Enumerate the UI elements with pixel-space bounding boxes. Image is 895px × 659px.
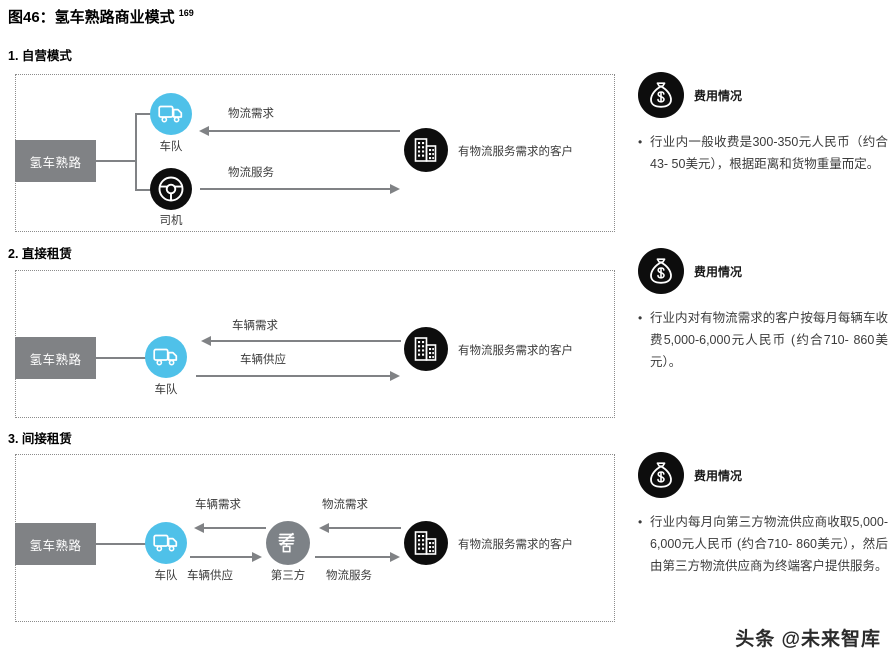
node-customer-3 bbox=[404, 521, 448, 565]
info-panel-1-header: 费用情况 bbox=[638, 72, 888, 118]
connector-line-1a bbox=[96, 160, 136, 162]
section-heading-1: 1. 自营模式 bbox=[8, 49, 72, 63]
truck-icon bbox=[153, 347, 179, 367]
arrow-line-2-supply bbox=[196, 375, 390, 377]
node-label-fleet-3: 车队 bbox=[154, 570, 178, 582]
arrow-line-3-vehicle-demand bbox=[204, 527, 266, 529]
arrow-label-2-supply: 车辆供应 bbox=[240, 354, 286, 366]
arrow-head-3-logistics-demand bbox=[319, 523, 329, 533]
arrow-label-2-demand: 车辆需求 bbox=[232, 320, 278, 332]
info-panel-1-body: • 行业内一般收费是300-350元人民币（约合43- 50美元），根据距离和货… bbox=[638, 132, 888, 176]
arrow-head-1-service bbox=[390, 184, 400, 194]
money-bag-icon bbox=[638, 248, 684, 294]
node-fleet-1 bbox=[150, 93, 192, 135]
diagram-frame-1 bbox=[15, 74, 615, 232]
section-heading-3: 3. 间接租赁 bbox=[8, 432, 72, 446]
info-panel-1-text: 行业内一般收费是300-350元人民币（约合43- 50美元），根据距离和货物重… bbox=[650, 135, 888, 171]
node-label-driver-1: 司机 bbox=[159, 215, 183, 227]
office-building-icon bbox=[414, 530, 439, 556]
money-bag-icon bbox=[638, 452, 684, 498]
arrow-label-3-vehicle-supply: 车辆供应 bbox=[187, 570, 233, 582]
arrow-label-3-logistics-service: 物流服务 bbox=[326, 570, 372, 582]
info-panel-2-title: 费用情况 bbox=[694, 264, 743, 279]
connector-line-1c bbox=[135, 113, 153, 115]
customer-label-1: 有物流服务需求的客户 bbox=[458, 146, 573, 158]
info-panel-2-body: • 行业内对有物流需求的客户按每月每辆车收费5,000-6,000元人民币 (约… bbox=[638, 308, 888, 374]
arrow-line-3-vehicle-supply bbox=[190, 556, 252, 558]
node-customer-2 bbox=[404, 327, 448, 371]
arrow-line-1-service bbox=[200, 188, 390, 190]
arrow-head-3-vehicle-demand bbox=[194, 523, 204, 533]
info-panel-2-header: 费用情况 bbox=[638, 248, 888, 294]
info-panel-2: 费用情况 • 行业内对有物流需求的客户按每月每辆车收费5,000-6,000元人… bbox=[638, 248, 888, 374]
arrow-head-1-demand bbox=[199, 126, 209, 136]
arrow-label-3-vehicle-demand: 车辆需求 bbox=[195, 499, 241, 511]
connector-line-2a bbox=[96, 357, 146, 359]
figure-title-text: 图46：氢车熟路商业模式 bbox=[8, 9, 175, 26]
arrow-line-2-demand bbox=[211, 340, 401, 342]
arrow-line-3-logistics-service bbox=[315, 556, 390, 558]
arrow-line-1-demand bbox=[209, 130, 400, 132]
money-bag-icon bbox=[638, 72, 684, 118]
company-box-2: 氢车熟路 bbox=[15, 337, 96, 379]
info-panel-1-title: 费用情况 bbox=[694, 88, 743, 103]
connector-line-1d bbox=[135, 189, 153, 191]
node-label-fleet-1: 车队 bbox=[159, 141, 183, 153]
node-fleet-2 bbox=[145, 336, 187, 378]
truck-icon bbox=[153, 533, 179, 553]
info-panel-3: 费用情况 • 行业内每月向第三方物流供应商收取5,000-6,000元人民币 (… bbox=[638, 452, 888, 578]
arrow-label-3-logistics-demand: 物流需求 bbox=[322, 499, 368, 511]
company-box-3: 氢车熟路 bbox=[15, 523, 96, 565]
bullet-marker: • bbox=[638, 311, 643, 325]
node-customer-1 bbox=[404, 128, 448, 172]
node-driver-1 bbox=[150, 168, 192, 210]
steering-wheel-icon bbox=[156, 174, 186, 204]
goods-stack-icon bbox=[276, 530, 300, 556]
truck-icon bbox=[158, 104, 184, 124]
section-heading-2: 2. 直接租赁 bbox=[8, 247, 72, 261]
arrow-label-1-demand: 物流需求 bbox=[228, 108, 274, 120]
info-panel-3-header: 费用情况 bbox=[638, 452, 888, 498]
office-building-icon bbox=[414, 137, 439, 163]
node-fleet-3 bbox=[145, 522, 187, 564]
node-third-party-3 bbox=[266, 521, 310, 565]
arrow-label-1-service: 物流服务 bbox=[228, 167, 274, 179]
info-panel-3-title: 费用情况 bbox=[694, 468, 743, 483]
info-panel-3-text: 行业内每月向第三方物流供应商收取5,000-6,000元人民币 (约合710- … bbox=[650, 515, 888, 573]
customer-label-2: 有物流服务需求的客户 bbox=[458, 345, 573, 357]
footnote-marker: 169 bbox=[178, 8, 194, 18]
company-box-1: 氢车熟路 bbox=[15, 140, 96, 182]
info-panel-3-body: • 行业内每月向第三方物流供应商收取5,000-6,000元人民币 (约合710… bbox=[638, 512, 888, 578]
diagram-frame-3 bbox=[15, 454, 615, 622]
connector-line-3a bbox=[96, 543, 146, 545]
bullet-marker: • bbox=[638, 515, 643, 529]
arrow-line-3-logistics-demand bbox=[329, 527, 401, 529]
connector-line-1b bbox=[135, 113, 137, 190]
bullet-marker: • bbox=[638, 135, 643, 149]
arrow-head-3-logistics-service bbox=[390, 552, 400, 562]
customer-label-3: 有物流服务需求的客户 bbox=[458, 539, 573, 551]
watermark: 头条 @未来智库 bbox=[735, 629, 881, 650]
diagram-frame-2 bbox=[15, 270, 615, 418]
arrow-head-2-supply bbox=[390, 371, 400, 381]
info-panel-2-text: 行业内对有物流需求的客户按每月每辆车收费5,000-6,000元人民币 (约合7… bbox=[650, 311, 888, 369]
info-panel-1: 费用情况 • 行业内一般收费是300-350元人民币（约合43- 50美元），根… bbox=[638, 72, 888, 176]
arrow-head-3-vehicle-supply bbox=[252, 552, 262, 562]
office-building-icon bbox=[414, 336, 439, 362]
node-label-fleet-2: 车队 bbox=[154, 384, 178, 396]
arrow-head-2-demand bbox=[201, 336, 211, 346]
node-label-third-party-3: 第三方 bbox=[270, 570, 306, 582]
